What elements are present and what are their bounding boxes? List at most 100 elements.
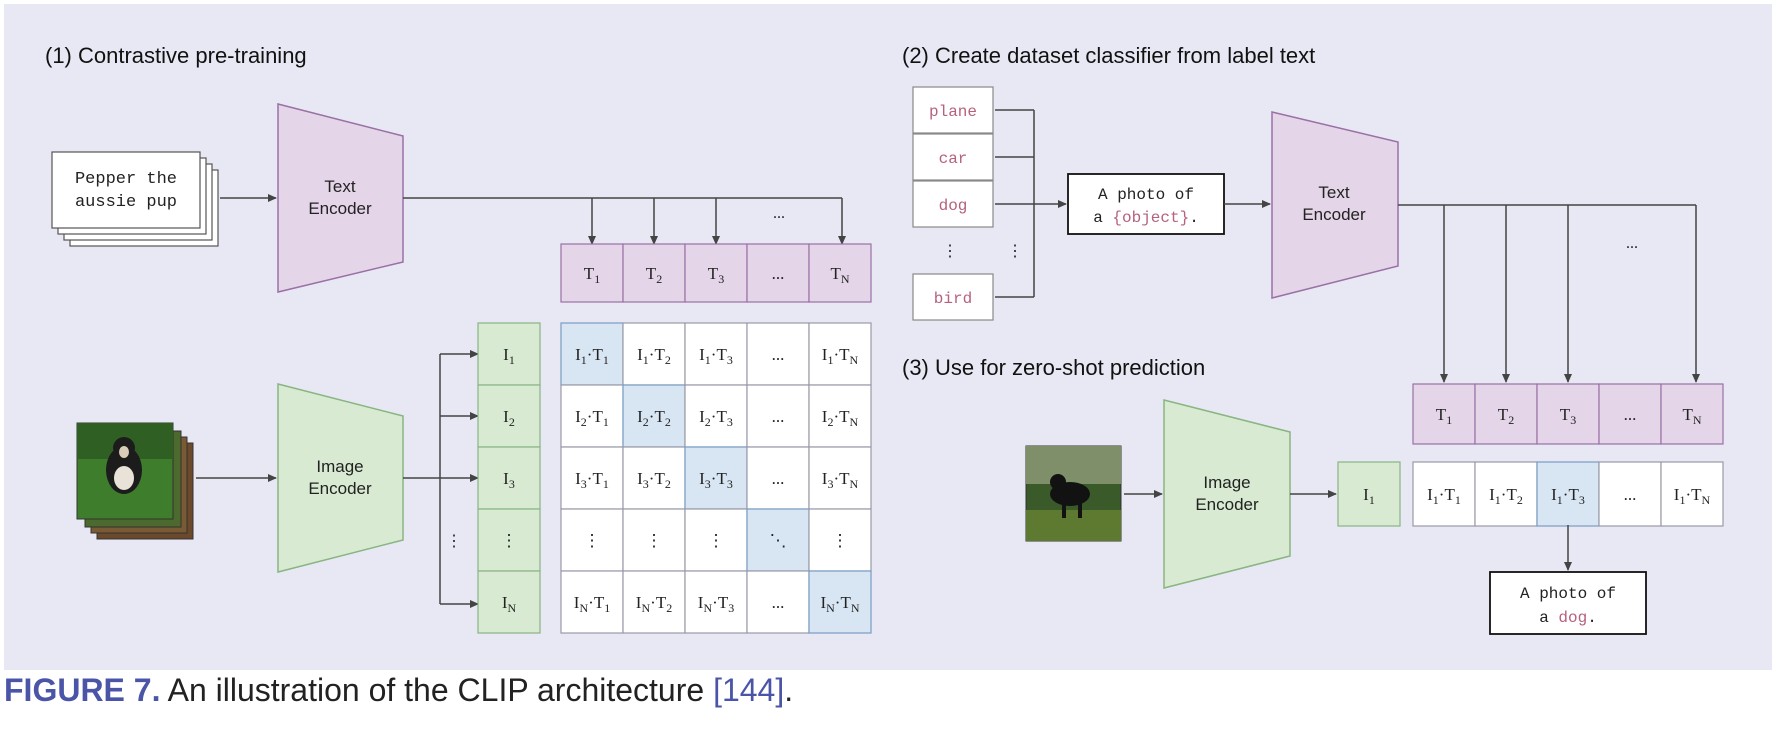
label-list: plane car dog ⋮ bird xyxy=(912,86,994,321)
image-bus-1: ⋮ xyxy=(403,350,479,608)
text-input-stack: Pepper the aussie pup xyxy=(51,151,219,247)
zs-text-token-1-label: T1​ xyxy=(1436,405,1452,427)
zs-score-3-label: I1​·T3​ xyxy=(1551,485,1585,507)
text-token-3-label: T3​ xyxy=(708,264,724,286)
template-line-1: A photo of xyxy=(1098,186,1194,204)
text-encoder-1 xyxy=(277,103,404,293)
zeroshot-image-token: I1​ xyxy=(1337,461,1401,527)
matrix-cell-4-5-label: ⋮ xyxy=(832,531,849,550)
caption-end: . xyxy=(784,672,794,708)
image-token-4-label: ⋮ xyxy=(501,531,518,550)
section-1-title: (1) Contrastive pre-training xyxy=(45,43,307,68)
zs-text-token-5: TN​ xyxy=(1660,383,1724,445)
matrix-cell-3-1: I3​·T1​ xyxy=(560,446,624,510)
svg-text:dog: dog xyxy=(939,197,968,215)
text-token-3: T3​ xyxy=(684,243,748,303)
matrix-cell-5-5-label: IN​·TN​ xyxy=(820,593,859,615)
zs-text-token-4: ... xyxy=(1598,383,1662,445)
similarity-matrix: I1​·T1​ I1​·T2​ I1​·T3​... I1​·TN​ I2​·T1​ I2… xyxy=(560,322,872,634)
prompt-template: A photo of a {object}. xyxy=(1067,173,1225,235)
zs-text-token-2-label: T2​ xyxy=(1498,405,1514,427)
text-bus-2: ... xyxy=(1398,204,1700,383)
matrix-cell-2-1: I2​·T1​ xyxy=(560,384,624,448)
matrix-cell-4-3-label: ⋮ xyxy=(708,531,725,550)
matrix-cell-4-4-label: ⋱ xyxy=(770,531,787,550)
image-input-stack xyxy=(76,422,194,540)
text-token-1: T1​ xyxy=(560,243,624,303)
matrix-cell-1-5: I1​·TN​ xyxy=(808,322,872,386)
text-encoder-2-label-1: Text xyxy=(1318,183,1349,202)
section-3-title: (3) Use for zero-shot prediction xyxy=(902,355,1205,380)
zs-image-token: I1​ xyxy=(1337,461,1401,527)
image-token-3-label: I3​ xyxy=(503,469,515,491)
matrix-cell-1-2: I1​·T2​ xyxy=(622,322,686,386)
image-token-1-label: I1​ xyxy=(503,345,515,367)
image-token-4: ⋮ xyxy=(477,508,541,572)
zs-score-5-label: I1​·TN​ xyxy=(1674,485,1711,507)
text-token-1-label: T1​ xyxy=(584,264,600,286)
matrix-cell-3-2: I3​·T2​ xyxy=(622,446,686,510)
template-placeholder: {object} xyxy=(1112,209,1189,227)
image-encoder-2-label-2: Encoder xyxy=(1195,495,1259,514)
text-token-4: ... xyxy=(746,243,810,303)
zs-score-2-label: I1​·T2​ xyxy=(1489,485,1523,507)
label-bird: bird xyxy=(912,273,994,321)
label-plane: plane xyxy=(912,86,994,134)
matrix-cell-3-4: ... xyxy=(746,446,810,510)
matrix-cell-1-1-label: I1​·T1​ xyxy=(575,345,609,367)
zeroshot-image xyxy=(1025,445,1122,542)
zs-score-1-label: I1​·T1​ xyxy=(1427,485,1461,507)
text-encoder-2 xyxy=(1271,111,1399,299)
matrix-cell-5-5: IN​·TN​ xyxy=(808,570,872,634)
caption-reference[interactable]: [144] xyxy=(713,672,785,708)
zs-text-token-1: T1​ xyxy=(1412,383,1476,445)
matrix-cell-2-2-label: I2​·T2​ xyxy=(637,407,671,429)
text-token-2-label: T2​ xyxy=(646,264,662,286)
image-encoder-1-label-1: Image xyxy=(316,457,363,476)
matrix-cell-5-1: IN​·T1​ xyxy=(560,570,624,634)
text-token-4-label: ... xyxy=(772,264,785,283)
matrix-cell-2-5: I2​·TN​ xyxy=(808,384,872,448)
zeroshot-score-row: I1​·T1​ I1​·T2​ I1​·T3​... I1​·TN​ xyxy=(1412,461,1724,527)
image-token-3: I3​ xyxy=(477,446,541,510)
matrix-cell-3-5: I3​·TN​ xyxy=(808,446,872,510)
zs-score-1: I1​·T1​ xyxy=(1412,461,1476,527)
zs-text-token-4-label: ... xyxy=(1624,405,1637,424)
image-token-1: I1​ xyxy=(477,322,541,386)
matrix-cell-5-3-label: IN​·T3​ xyxy=(698,593,734,615)
image-token-2-label: I2​ xyxy=(503,407,515,429)
prediction-line-2: a dog. xyxy=(1539,609,1597,627)
matrix-cell-4-1-label: ⋮ xyxy=(584,531,601,550)
matrix-cell-1-2-label: I1​·T2​ xyxy=(637,345,671,367)
svg-text:plane: plane xyxy=(929,103,977,121)
text-token-5-label: TN​ xyxy=(830,264,849,286)
template-line-2: a {object}. xyxy=(1093,209,1199,227)
diagram-panel xyxy=(4,4,1772,670)
zeroshot-text-token-row: T1​T2​T3​...TN​ xyxy=(1412,383,1724,445)
image-token-2: I2​ xyxy=(477,384,541,448)
text-encoder-1-label-1: Text xyxy=(324,177,355,196)
matrix-cell-3-4-label: ... xyxy=(772,469,785,488)
top-ellipsis-2: ... xyxy=(1626,235,1638,252)
svg-text:car: car xyxy=(939,150,968,168)
matrix-cell-5-4-label: ... xyxy=(772,593,785,612)
matrix-cell-1-4: ... xyxy=(746,322,810,386)
matrix-cell-1-4-label: ... xyxy=(772,345,785,364)
matrix-cell-2-5-label: I2​·TN​ xyxy=(822,407,859,429)
text-input-line-2: aussie pup xyxy=(75,193,177,212)
matrix-cell-3-3: I3​·T3​ xyxy=(684,446,748,510)
text-token-5: TN​ xyxy=(808,243,872,303)
matrix-cell-3-5-label: I3​·TN​ xyxy=(822,469,859,491)
prediction-box: A photo of a dog. xyxy=(1489,571,1647,635)
labels-bus: ⋮ xyxy=(995,109,1067,298)
image-token-column: I1​I2​I3​⋮IN​ xyxy=(477,322,541,634)
label-ellipsis: ⋮ xyxy=(942,243,958,260)
zs-score-3: I1​·T3​ xyxy=(1536,461,1600,527)
matrix-cell-1-5-label: I1​·TN​ xyxy=(822,345,859,367)
zs-score-4: ... xyxy=(1598,461,1662,527)
matrix-cell-4-5: ⋮ xyxy=(808,508,872,572)
matrix-cell-4-4: ⋱ xyxy=(746,508,810,572)
matrix-cell-1-1: I1​·T1​ xyxy=(560,322,624,386)
label-car: car xyxy=(912,133,994,181)
matrix-cell-1-3: I1​·T3​ xyxy=(684,322,748,386)
